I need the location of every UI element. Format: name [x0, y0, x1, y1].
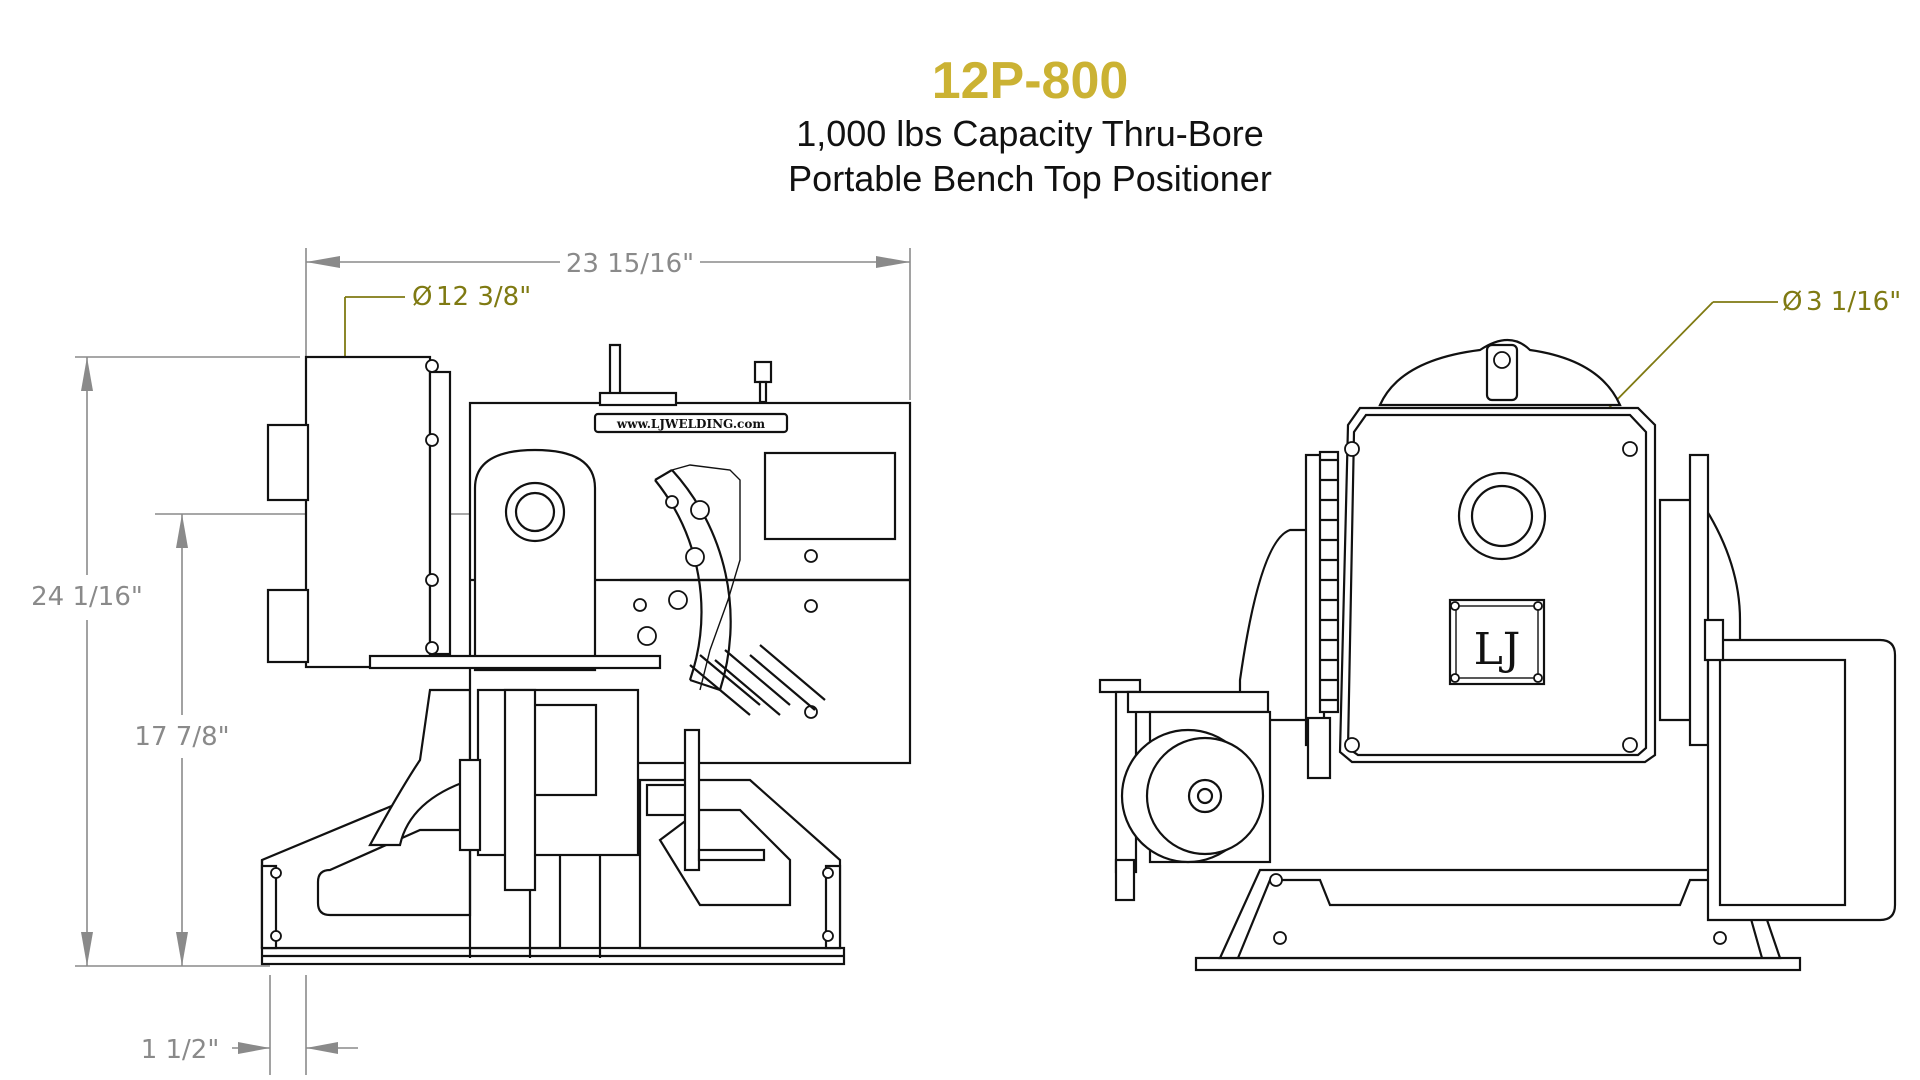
logo-mark: LJ — [1474, 624, 1521, 675]
title-block: 12P-800 1,000 lbs Capacity Thru-Bore Por… — [788, 52, 1272, 199]
brand-plate-text: www.LJWELDING.com — [616, 417, 765, 431]
overall-width-label: 23 15/16" — [566, 249, 694, 279]
faceplate-diameter-symbol: Ø — [412, 282, 432, 312]
side-view-positioner: www.LJWELDING.com — [260, 343, 912, 966]
model-number: 12P-800 — [932, 52, 1129, 110]
overall-height-label: 24 1/16" — [31, 582, 143, 612]
center-height-label: 17 7/8" — [134, 722, 229, 752]
subtitle-line-2: Portable Bench Top Positioner — [788, 158, 1272, 199]
offset-label: 1 1/2" — [141, 1035, 220, 1065]
subtitle-line-1: 1,000 lbs Capacity Thru-Bore — [796, 113, 1264, 154]
bore-diameter-symbol: Ø — [1782, 287, 1802, 317]
bore-diameter-label: 3 1/16" — [1806, 287, 1901, 317]
faceplate-diameter-label: 12 3/8" — [436, 282, 531, 312]
front-view-positioner: LJ — [1098, 338, 1897, 972]
